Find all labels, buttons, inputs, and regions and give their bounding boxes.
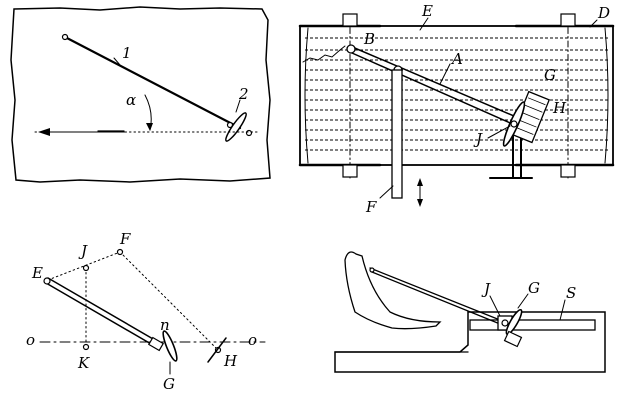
spindle-cap-bottom-left xyxy=(342,164,358,178)
measuring-wheel xyxy=(162,330,178,362)
wheel-housing xyxy=(510,90,551,144)
wheel-2 xyxy=(225,112,247,142)
label-2-leader xyxy=(235,99,241,113)
label-E: E xyxy=(31,264,43,282)
label-1-leader xyxy=(113,57,121,66)
angle-arc-head xyxy=(146,123,153,131)
label-E: E xyxy=(421,2,433,20)
pivot-point xyxy=(61,33,69,41)
rod-lower xyxy=(45,282,159,349)
rod-1 xyxy=(63,35,242,130)
recorded-trace xyxy=(302,45,346,63)
spindle-cap-top-right xyxy=(560,13,576,27)
drum-side-right xyxy=(604,27,609,164)
label-D-leader xyxy=(589,19,598,28)
label-S: S xyxy=(566,284,576,302)
label-E-leader xyxy=(419,17,429,31)
vertical-arrow-up-head xyxy=(417,178,423,186)
point-K xyxy=(82,343,90,351)
spindle-cap-bottom-right xyxy=(560,164,576,178)
label-G: G xyxy=(528,279,540,297)
spindle-cap-top-left xyxy=(342,13,358,27)
axle-end xyxy=(245,129,253,137)
vertical-arrow-down-head xyxy=(417,199,423,207)
label-A-leader xyxy=(439,63,451,85)
profile-specimen xyxy=(344,251,442,330)
label-n: n xyxy=(160,316,170,334)
label-F: F xyxy=(119,230,131,248)
tracing-rod-lower xyxy=(371,271,506,327)
arm-A-upper xyxy=(349,45,529,123)
rod-F xyxy=(391,69,403,199)
construction-F-H xyxy=(119,251,219,351)
stylus-joint-B xyxy=(346,44,356,54)
drum-grid-lines xyxy=(305,37,608,151)
wheel-hub-J xyxy=(510,120,518,128)
label-H: H xyxy=(552,99,567,117)
panel-top-right: E D B A G H J F xyxy=(298,2,615,216)
label-A: A xyxy=(450,50,463,68)
label-F-leader xyxy=(379,185,394,199)
panel-bottom-left: E J F n o o K H G xyxy=(26,230,266,393)
arm-A-lower xyxy=(351,52,527,131)
label-J-leader xyxy=(487,125,511,139)
label-S-leader xyxy=(559,299,566,321)
wheel-hub-J xyxy=(501,319,509,327)
label-2: 2 xyxy=(238,85,249,103)
wheel-counter xyxy=(503,330,523,348)
label-G: G xyxy=(544,66,556,84)
label-D: D xyxy=(597,4,610,22)
label-J: J xyxy=(473,130,483,148)
rod-tip xyxy=(369,267,375,273)
label-K: K xyxy=(77,354,90,372)
base-plate xyxy=(334,311,606,373)
drum-side-left xyxy=(304,27,309,164)
panel-top-left: 1 2 α xyxy=(10,6,271,183)
construction-E-F xyxy=(47,251,121,281)
point-F xyxy=(116,248,124,256)
label-o-left: o xyxy=(26,331,35,349)
label-G-leader xyxy=(517,293,529,309)
label-J: J xyxy=(78,242,88,260)
label-alpha: α xyxy=(126,91,136,109)
drum-frame xyxy=(299,25,614,166)
label-G: G xyxy=(163,375,175,393)
wheel-H-mark xyxy=(207,337,227,363)
wheel-bracket xyxy=(147,336,165,352)
rod-end-E xyxy=(43,277,51,285)
label-J: J xyxy=(481,280,491,298)
guide-slot-S xyxy=(469,319,596,331)
label-1: 1 xyxy=(122,44,132,62)
rod-upper xyxy=(47,277,161,344)
label-J-leader xyxy=(489,295,501,317)
label-F: F xyxy=(365,198,377,216)
label-B: B xyxy=(363,30,375,48)
panel-bottom-right: J G S xyxy=(334,251,606,373)
torn-paper-outline xyxy=(10,6,271,183)
motion-arrow-head xyxy=(38,128,50,136)
label-o-right: o xyxy=(248,331,257,349)
tracing-rod-upper xyxy=(369,267,506,323)
label-H: H xyxy=(223,352,238,370)
point-J xyxy=(82,264,90,272)
